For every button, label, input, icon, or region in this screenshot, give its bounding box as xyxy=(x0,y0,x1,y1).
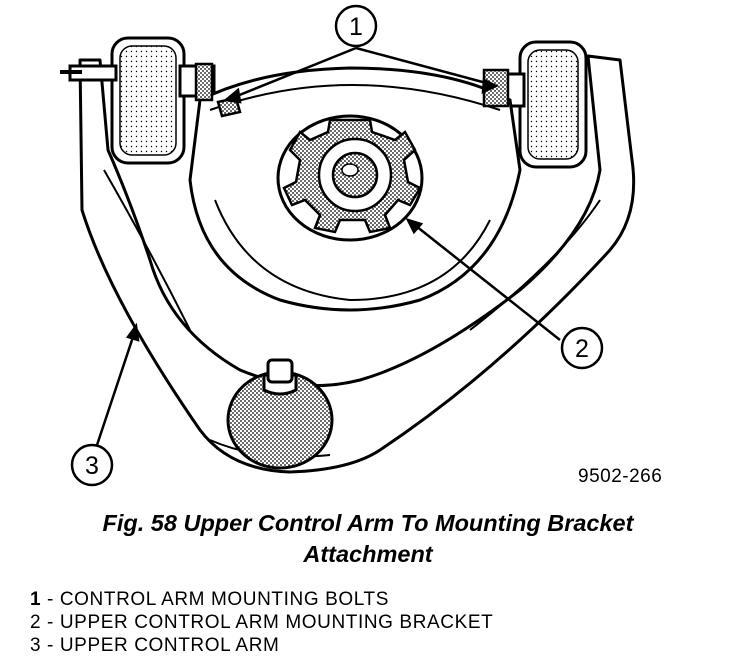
callout-1: 1 xyxy=(334,4,378,48)
leader-lines xyxy=(94,46,561,449)
legend-text: - UPPER CONTROL ARM xyxy=(41,635,280,656)
callout-3: 3 xyxy=(70,443,114,487)
callout-2-number: 2 xyxy=(575,335,589,363)
legend-item: 2 - UPPER CONTROL ARM MOUNTING BRACKET xyxy=(30,611,493,634)
legend-number: 3 xyxy=(30,635,42,656)
callout-1-number: 1 xyxy=(349,13,363,41)
center-bushing xyxy=(282,118,422,234)
legend: 1 - CONTROL ARM MOUNTING BOLTS 2 - UPPER… xyxy=(30,588,493,657)
legend-item: 3 - UPPER CONTROL ARM xyxy=(30,634,493,657)
figure-id: 9502-266 xyxy=(578,466,663,487)
callout-3-number: 3 xyxy=(85,452,99,480)
legend-text: - UPPER CONTROL ARM MOUNTING BRACKET xyxy=(41,612,494,633)
ball-joint xyxy=(226,358,334,470)
control-arm-illustration: 1 2 3 xyxy=(60,4,636,487)
caption-line-2: Attachment xyxy=(303,541,433,567)
callout-2: 2 xyxy=(560,326,604,370)
legend-text: - CONTROL ARM MOUNTING BOLTS xyxy=(41,589,389,610)
legend-number: 1 xyxy=(30,589,42,610)
figure-caption: Fig. 58 Upper Control Arm To Mounting Br… xyxy=(0,508,736,570)
front-bushing xyxy=(68,36,216,165)
caption-line-1: Fig. 58 Upper Control Arm To Mounting Br… xyxy=(102,510,634,536)
legend-item: 1 - CONTROL ARM MOUNTING BOLTS xyxy=(30,588,493,611)
legend-number: 2 xyxy=(30,612,42,633)
